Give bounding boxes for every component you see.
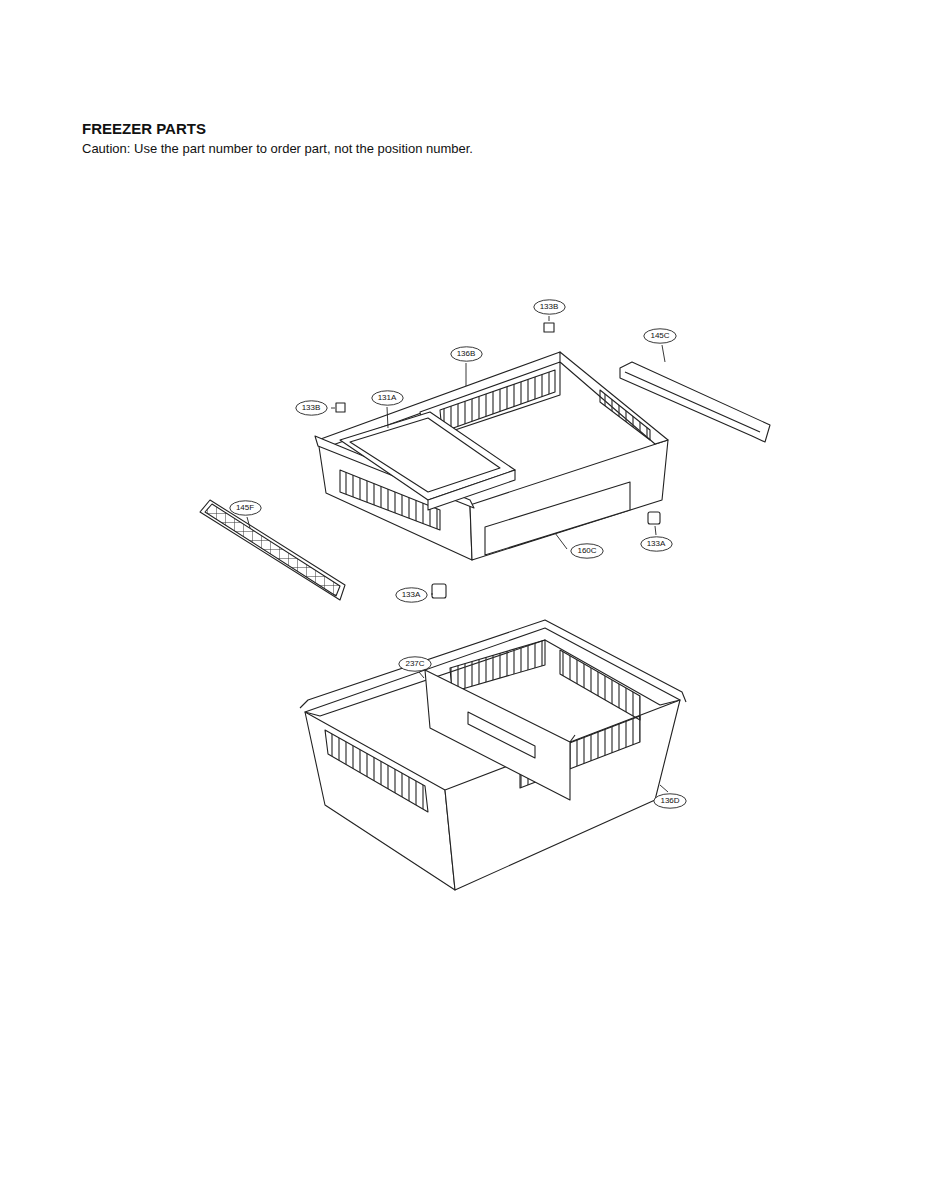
- callout-number: 136D: [653, 796, 687, 806]
- oval-shape: [295, 401, 326, 415]
- callout-oval: 145C: [643, 328, 677, 344]
- divider-handle: [468, 712, 535, 758]
- callout-number: 131A: [371, 393, 404, 403]
- page-title: FREEZER PARTS: [82, 120, 206, 137]
- callout-number: 133A: [395, 590, 428, 600]
- oval-shape: [395, 588, 426, 602]
- tray-vent-right: [600, 390, 650, 440]
- bin-inner: [350, 418, 500, 492]
- leader-line: [419, 672, 424, 678]
- callout-oval: 145F: [229, 500, 262, 516]
- leader-line: [549, 316, 550, 321]
- callout-number: 133B: [295, 403, 328, 413]
- callout-oval: 133A: [395, 587, 428, 603]
- callout-number: 133B: [533, 302, 566, 312]
- oval-shape: [450, 347, 481, 361]
- guard-grid: [205, 504, 340, 596]
- oval-shape: [399, 657, 431, 671]
- tray-vent: [440, 370, 555, 432]
- leader-line: [555, 533, 567, 549]
- tray-right-face: [470, 440, 668, 560]
- oval-shape: [571, 544, 603, 558]
- clip: [648, 512, 660, 524]
- guard: [200, 500, 345, 600]
- leader-line: [466, 363, 467, 386]
- oval-shape: [644, 329, 676, 343]
- divider: [425, 670, 570, 800]
- callout-oval: 131A: [371, 390, 404, 406]
- callout-oval: 133B: [533, 299, 566, 315]
- leader-line: [331, 408, 335, 409]
- clip: [336, 403, 345, 412]
- clip: [432, 584, 446, 598]
- callout-oval: 133A: [640, 536, 673, 552]
- clip: [544, 323, 554, 332]
- leader-line: [431, 594, 433, 595]
- oval-shape: [640, 537, 671, 551]
- leader-line: [655, 526, 656, 535]
- callout-number: 237C: [398, 659, 432, 669]
- rail: [620, 362, 770, 442]
- callout-number: 133A: [640, 539, 673, 549]
- callout-oval: 136D: [653, 793, 687, 809]
- leader-line: [660, 785, 668, 792]
- oval-shape: [229, 501, 260, 515]
- oval-shape: [533, 300, 564, 314]
- basket-vent-right: [560, 650, 640, 720]
- leader-line: [662, 345, 665, 362]
- tray-inner-right: [560, 352, 668, 444]
- caution-note: Caution: Use the part number to order pa…: [82, 141, 473, 156]
- basket-vent-left: [325, 730, 428, 812]
- oval-shape: [654, 794, 686, 808]
- oval-shape: [371, 391, 402, 405]
- bin-front: [428, 470, 515, 510]
- leader-line: [387, 407, 388, 428]
- callout-number: 145C: [643, 331, 677, 341]
- callout-number: 160C: [570, 546, 604, 556]
- callout-oval: 160C: [570, 543, 604, 559]
- callout-oval: 133B: [295, 400, 328, 416]
- basket-left-face: [305, 712, 455, 890]
- leader-line: [247, 517, 250, 528]
- callout-number: 136B: [450, 349, 483, 359]
- callout-number: 145F: [229, 503, 262, 513]
- label-plate: [485, 482, 630, 555]
- callout-oval: 237C: [398, 656, 432, 672]
- callout-oval: 136B: [450, 346, 483, 362]
